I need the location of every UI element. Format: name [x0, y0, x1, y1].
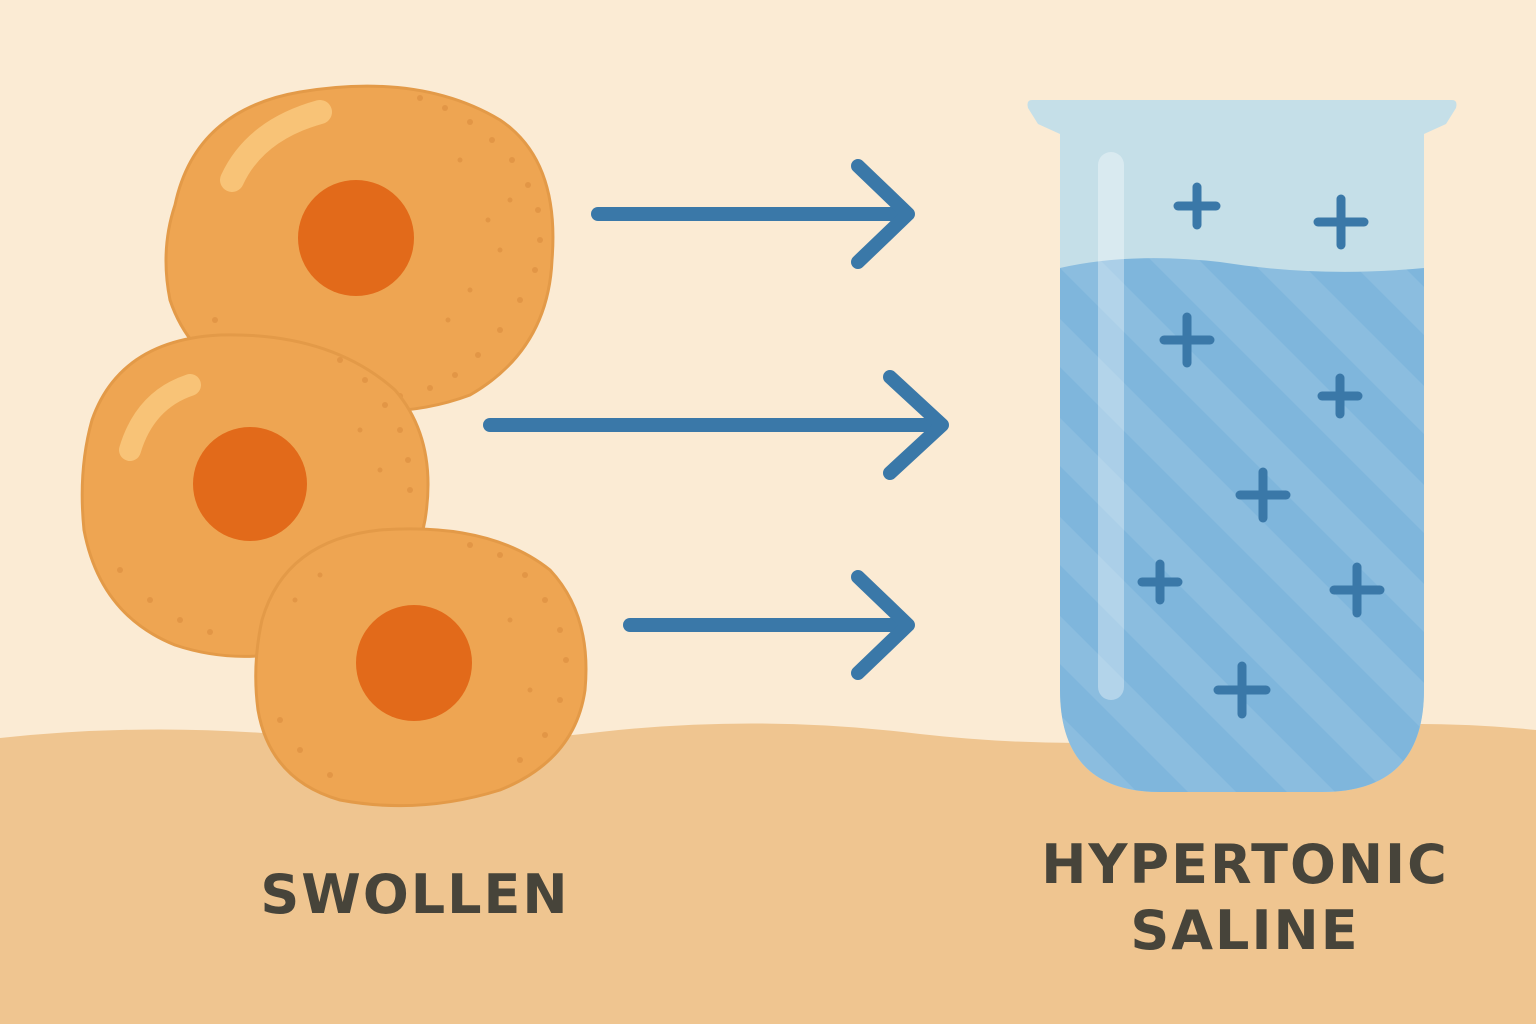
hypertonic-saline-label-line2: SALINE	[1130, 899, 1360, 962]
hypertonic-saline-label-line1: HYPERTONIC	[1041, 833, 1449, 896]
right-arrow-icon	[623, 570, 915, 680]
plus-icon	[1137, 559, 1183, 605]
right-arrow-icon	[483, 370, 949, 480]
plus-icon	[1329, 562, 1385, 618]
plus-icon	[1313, 194, 1369, 250]
swollen-cell-icon	[254, 527, 588, 808]
plus-icon	[1173, 182, 1221, 230]
plus-icon	[1235, 467, 1291, 523]
plus-icon	[1213, 661, 1271, 719]
arrows	[483, 159, 949, 680]
swollen-label: SWOLLEN	[260, 863, 570, 926]
swollen-cell-icon	[164, 84, 555, 413]
right-arrow-icon	[591, 159, 915, 269]
beaker-icon	[1027, 100, 1457, 793]
plus-icon	[1159, 312, 1215, 368]
swollen-cells	[80, 84, 588, 808]
hypertonic-saline-label: HYPERTONIC SALINE	[1040, 832, 1450, 964]
plus-icon	[1317, 373, 1363, 419]
